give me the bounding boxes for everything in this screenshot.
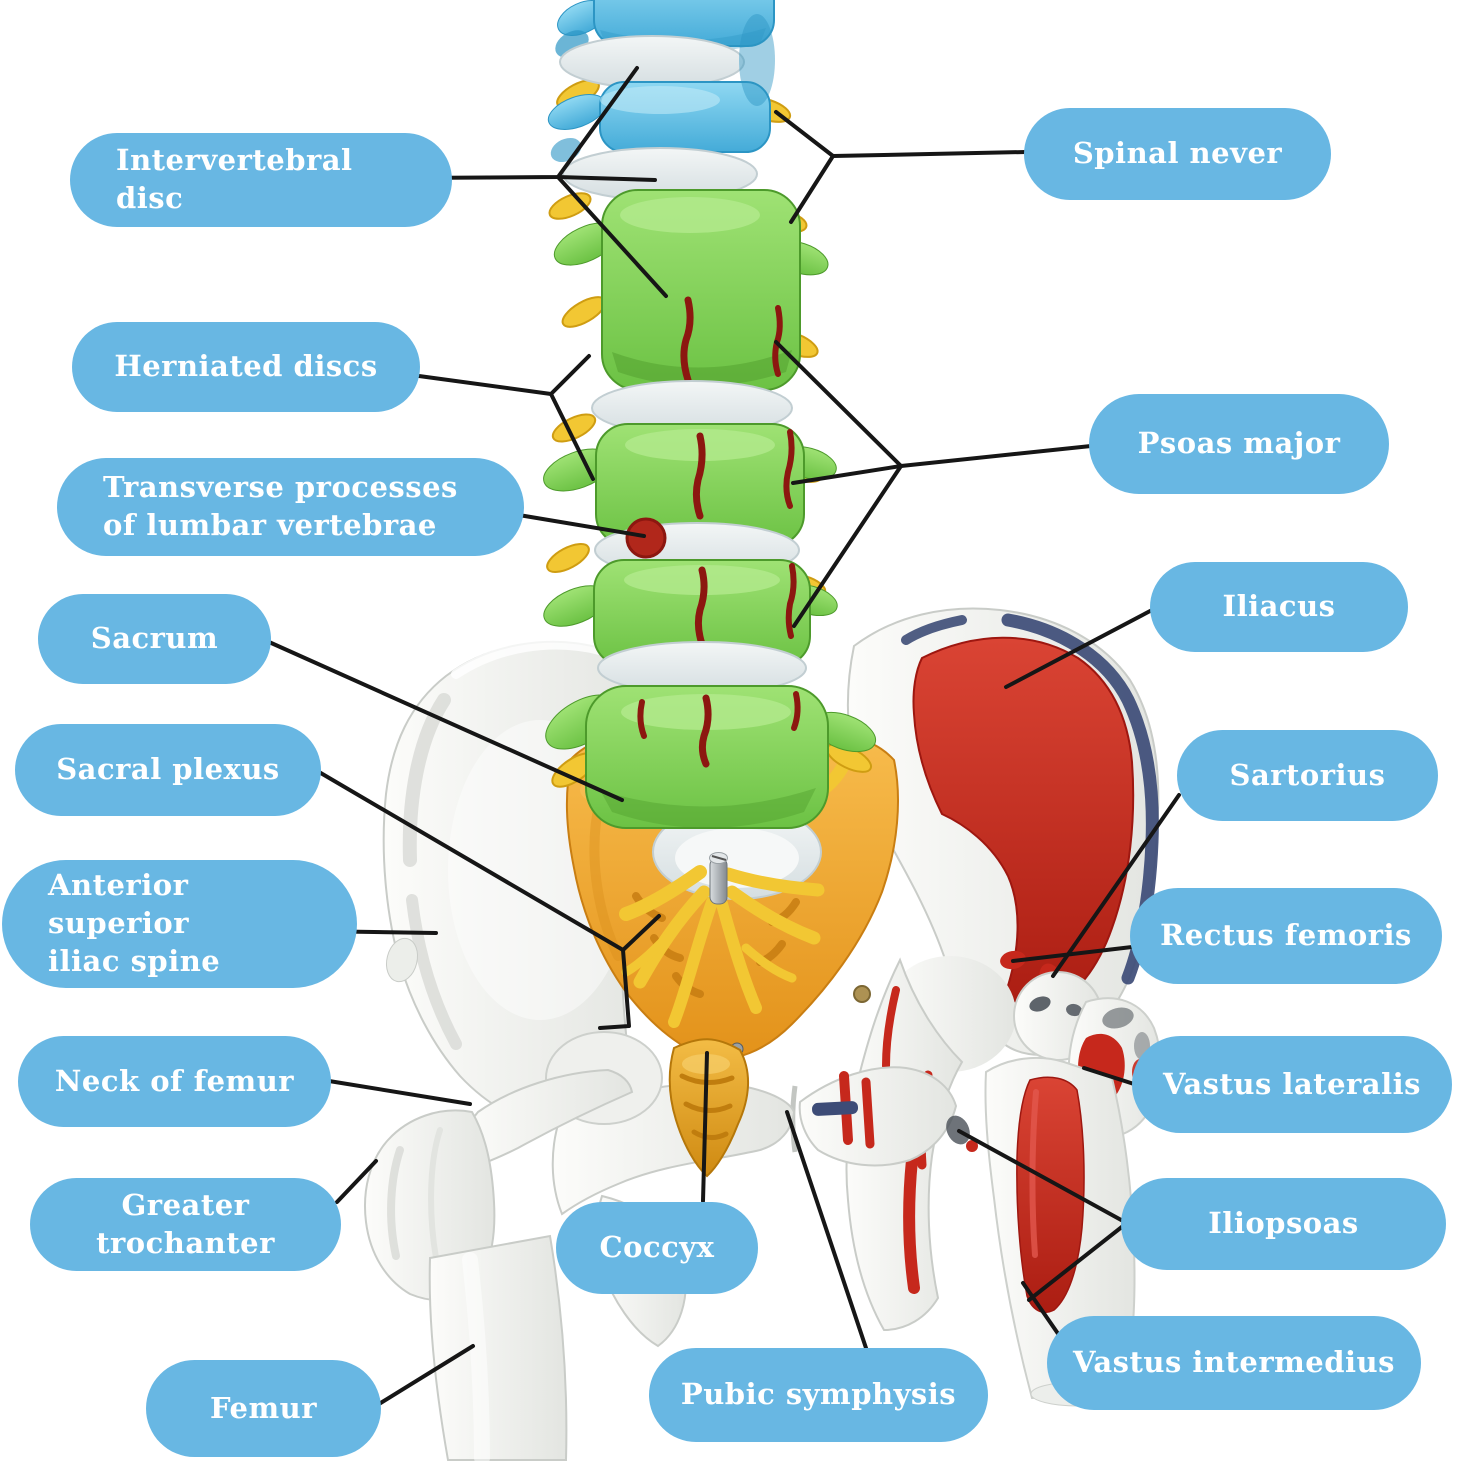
label-pill-herniated-discs: Herniated discs	[72, 322, 420, 412]
label-text-psoas-major: Psoas major	[1137, 426, 1341, 461]
label-text-intervertebral-disc: Intervertebral disc	[116, 143, 353, 215]
leader-line-iliacus	[1004, 608, 1154, 689]
label-pill-vastus-lateralis: Vastus lateralis	[1132, 1036, 1452, 1133]
lumbar-vertebra-2	[543, 413, 837, 547]
label-pill-sacral-plexus: Sacral plexus	[15, 724, 321, 816]
herniation-mark	[637, 699, 647, 739]
label-pill-sartorius: Sartorius	[1177, 730, 1438, 821]
herniation-mark	[783, 429, 795, 509]
leader-line-psoas-major	[791, 464, 903, 485]
label-text-coccyx: Coccyx	[599, 1230, 715, 1265]
leader-line-pubic-symphysis	[785, 1110, 869, 1353]
herniation-mark	[698, 694, 712, 768]
label-pill-iliacus: Iliacus	[1150, 562, 1408, 652]
spinal-nerve-root	[546, 543, 590, 573]
label-text-iliacus: Iliacus	[1222, 589, 1336, 624]
thoracic-vertebrae-blue	[547, 0, 808, 234]
herniation-mark	[692, 432, 706, 520]
leader-line-femur	[377, 1344, 475, 1406]
label-pill-psoas-major: Psoas major	[1089, 394, 1389, 494]
label-pill-spinal-never: Spinal never	[1024, 108, 1331, 200]
leader-line-sartorius	[1051, 793, 1181, 978]
herniation-mark	[680, 296, 694, 384]
leader-line-neck-of-femur	[327, 1079, 472, 1106]
label-text-iliopsoas: Iliopsoas	[1208, 1206, 1359, 1241]
label-text-spinal-never: Spinal never	[1072, 136, 1283, 171]
model-screw	[709, 852, 728, 905]
spine-column	[543, 0, 877, 829]
leader-line-psoas-major	[792, 464, 903, 628]
label-text-vastus-lateralis: Vastus lateralis	[1163, 1066, 1421, 1101]
label-text-vastus-intermedius: Vastus intermedius	[1073, 1345, 1395, 1380]
lumbar-vertebra-5	[545, 685, 877, 829]
label-text-transverse-processes: Transverse processes of lumbar vertebrae	[103, 470, 458, 542]
label-pill-greater-trochanter: Greater trochanter	[30, 1178, 341, 1271]
leader-line-sacral-plexus	[598, 948, 631, 1030]
leader-line-greater-trochanter	[335, 1159, 378, 1204]
label-pill-sacrum: Sacrum	[38, 594, 271, 684]
leader-line-iliopsoas	[957, 1129, 1125, 1223]
leader-line-spinal-never	[789, 154, 835, 224]
label-text-herniated-discs: Herniated discs	[114, 349, 378, 384]
label-pill-iliopsoas: Iliopsoas	[1121, 1178, 1446, 1270]
label-pill-coccyx: Coccyx	[556, 1202, 758, 1294]
label-pill-rectus-femoris: Rectus femoris	[1130, 888, 1442, 984]
leader-line-iliopsoas	[1027, 1224, 1125, 1302]
label-text-neck-of-femur: Neck of femur	[54, 1063, 295, 1098]
label-text-pubic-symphysis: Pubic symphysis	[680, 1377, 957, 1412]
lumbar-vertebra-1	[553, 189, 829, 391]
leader-line-intervertebral-disc	[556, 175, 657, 182]
left-femur	[364, 1031, 663, 1462]
right-femur	[946, 971, 1162, 1407]
label-text-sacral-plexus: Sacral plexus	[56, 752, 280, 787]
label-pill-anterior-superior-iliac-spine: Anterior superior iliac spine	[2, 860, 357, 988]
leader-line-coccyx	[701, 1051, 709, 1203]
femur-shaft	[428, 1234, 568, 1461]
herniated-disc-bulge	[625, 517, 667, 559]
label-text-femur: Femur	[209, 1390, 317, 1425]
label-text-anterior-superior-iliac-spine: Anterior superior iliac spine	[48, 868, 221, 978]
label-pill-neck-of-femur: Neck of femur	[18, 1036, 331, 1127]
herniation-mark	[694, 566, 708, 648]
leader-line-vastus-lateralis	[1082, 1066, 1136, 1086]
label-text-sartorius: Sartorius	[1229, 757, 1386, 792]
label-pill-transverse-processes: Transverse processes of lumbar vertebrae	[57, 458, 524, 556]
leader-line-rectus-femoris	[1011, 945, 1134, 963]
herniation-mark	[791, 691, 801, 731]
leader-line-intervertebral-disc	[556, 175, 668, 298]
lumbar-vertebra-3	[543, 543, 838, 667]
label-pill-vastus-intermedius: Vastus intermedius	[1047, 1316, 1421, 1410]
label-pill-intervertebral-disc: Intervertebral disc	[70, 133, 452, 227]
leader-line-sacrum	[267, 640, 624, 802]
label-text-rectus-femoris: Rectus femoris	[1160, 918, 1412, 953]
herniation-mark	[785, 563, 797, 639]
label-text-greater-trochanter: Greater trochanter	[96, 1187, 275, 1260]
model-screw-small	[853, 985, 871, 1003]
pubic-crest-cartilage	[812, 1101, 859, 1116]
leader-line-herniated-discs	[549, 392, 595, 481]
label-pill-pubic-symphysis: Pubic symphysis	[649, 1348, 988, 1442]
label-pill-femur: Femur	[146, 1360, 381, 1457]
spinal-nerve-root	[551, 413, 597, 443]
label-text-sacrum: Sacrum	[90, 621, 219, 656]
